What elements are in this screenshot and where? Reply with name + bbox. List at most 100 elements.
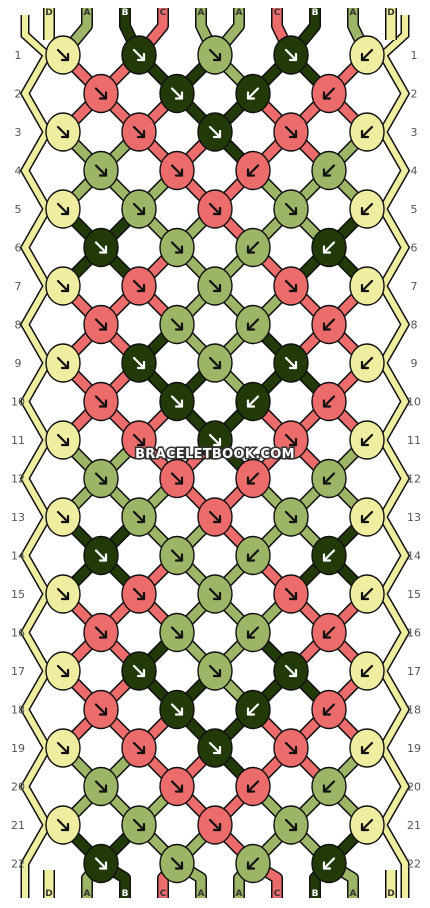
arrow-head-icon	[98, 707, 108, 716]
arrow-head-icon	[98, 784, 108, 793]
forward-arrow-icon	[284, 125, 298, 139]
bottom-string-label: C	[160, 889, 167, 899]
backward-arrow-icon	[246, 626, 260, 639]
forward-arrow-icon	[56, 125, 70, 139]
arrow-head-icon	[212, 206, 222, 216]
forward-arrow-icon	[170, 780, 184, 793]
row-number-left: 12	[11, 473, 25, 486]
arrow-head-icon	[60, 668, 70, 678]
knot	[45, 189, 81, 229]
knot	[121, 343, 157, 383]
bottom-string-label: D	[387, 889, 394, 899]
forward-arrow-icon	[170, 241, 184, 254]
row-number-left: 20	[11, 781, 25, 794]
knot	[197, 35, 233, 75]
arrow-head-icon	[246, 245, 256, 254]
arrow-head-icon	[174, 861, 184, 870]
bottom-string-label: A	[84, 889, 91, 899]
arrow-head-icon	[98, 553, 108, 562]
top-string-label: D	[45, 8, 52, 18]
knot	[121, 266, 157, 306]
arrow-head-icon	[60, 206, 70, 216]
arrow-head-icon	[136, 668, 146, 678]
arrow-head-icon	[246, 861, 256, 870]
bottom-string-label: B	[312, 889, 319, 899]
forward-arrow-icon	[208, 510, 222, 524]
arrow-head-icon	[174, 784, 184, 793]
row-number-left: 8	[15, 319, 22, 332]
arrow-head-icon	[322, 476, 332, 485]
arrow-head-icon	[60, 283, 70, 293]
knot	[273, 343, 309, 383]
knot	[159, 766, 195, 807]
knot	[311, 304, 347, 345]
arrow-head-icon	[212, 591, 222, 601]
row-number-left: 2	[15, 88, 22, 101]
row-number-left: 11	[11, 434, 25, 447]
knot	[83, 766, 119, 807]
arrow-head-icon	[136, 283, 146, 293]
arrow-head-icon	[174, 553, 184, 562]
arrow-head-icon	[174, 245, 184, 254]
knot	[273, 420, 309, 460]
forward-arrow-icon	[170, 549, 184, 562]
arrow-head-icon	[288, 129, 298, 139]
row-number-left: 13	[11, 511, 25, 524]
forward-arrow-icon	[56, 433, 70, 447]
arrow-head-icon	[360, 822, 370, 832]
arrow-head-icon	[288, 514, 298, 524]
knot	[235, 381, 271, 422]
row-number-left: 3	[15, 126, 22, 139]
forward-arrow-icon	[284, 510, 298, 524]
row-number-left: 19	[11, 742, 25, 755]
forward-arrow-icon	[56, 664, 70, 678]
knot	[45, 651, 81, 691]
row-number-right: 22	[407, 858, 421, 871]
row-number-left: 7	[15, 280, 22, 293]
arrow-head-icon	[174, 168, 184, 177]
arrow-head-icon	[212, 668, 222, 678]
arrow-head-icon	[360, 437, 370, 447]
arrow-head-icon	[212, 52, 222, 62]
row-number-left: 21	[11, 819, 25, 832]
arrow-head-icon	[360, 591, 370, 601]
bottom-string-label: A	[350, 889, 357, 899]
backward-arrow-icon	[246, 395, 260, 408]
arrow-head-icon	[360, 668, 370, 678]
forward-arrow-icon	[94, 780, 108, 793]
forward-arrow-icon	[170, 87, 184, 100]
arrow-head-icon	[136, 206, 146, 216]
backward-arrow-icon	[322, 87, 336, 100]
arrow-head-icon	[136, 591, 146, 601]
arrow-head-icon	[246, 630, 256, 639]
knot	[45, 574, 81, 614]
row-number-left: 15	[11, 588, 25, 601]
knot	[235, 227, 271, 268]
knot	[159, 304, 195, 345]
arrow-head-icon	[360, 129, 370, 139]
arrow-head-icon	[60, 360, 70, 370]
knot	[311, 73, 347, 114]
forward-arrow-icon	[94, 395, 108, 408]
bottom-string-label: A	[198, 889, 205, 899]
knot	[311, 458, 347, 499]
knot	[349, 728, 385, 768]
knot	[273, 805, 309, 845]
forward-arrow-icon	[284, 664, 298, 678]
arrow-head-icon	[288, 437, 298, 447]
row-number-left: 16	[11, 627, 25, 640]
top-string-label: A	[198, 8, 205, 18]
backward-arrow-icon	[246, 318, 260, 331]
knot	[349, 266, 385, 306]
knot	[121, 189, 157, 229]
knot	[45, 266, 81, 306]
forward-arrow-icon	[132, 125, 146, 139]
arrow-head-icon	[360, 360, 370, 370]
forward-arrow-icon	[132, 664, 146, 678]
backward-arrow-icon	[360, 664, 374, 678]
arrow-head-icon	[212, 437, 222, 447]
backward-arrow-icon	[360, 48, 374, 62]
row-number-left: 9	[15, 357, 22, 370]
knot	[83, 843, 119, 884]
